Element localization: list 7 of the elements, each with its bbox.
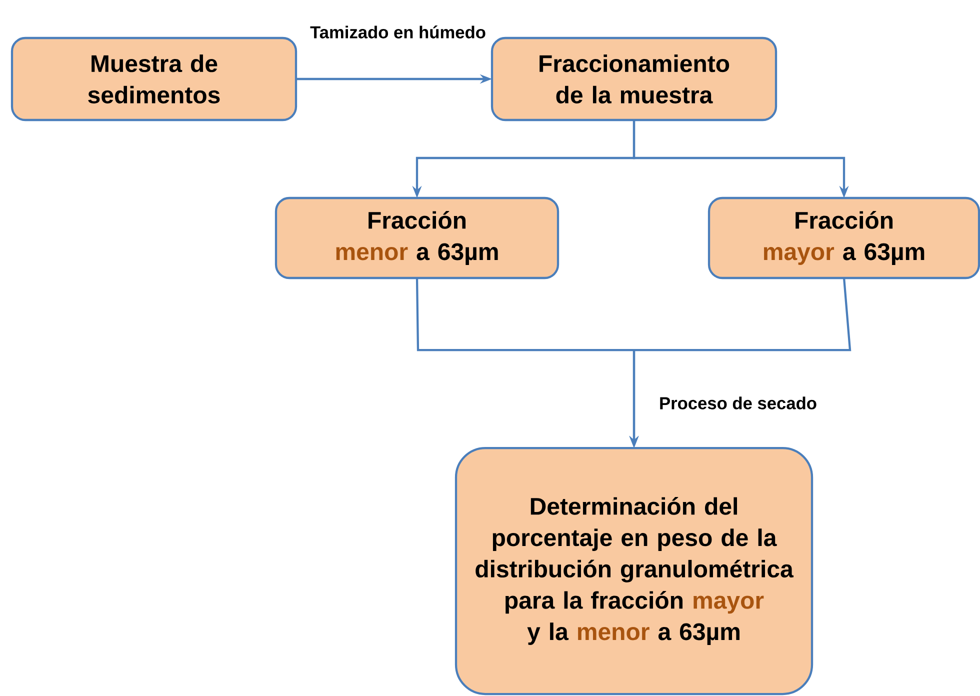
- process-box: Determinación del porcentaje en peso de la distribución granulométrica para la fracción mayor y la menor a 63µm: [454, 446, 814, 696]
- process-box: Fracción mayor a 63µm: [708, 196, 980, 280]
- edge-label: Proceso de secado: [658, 395, 818, 411]
- process-box: Muestra de sedimentos: [10, 36, 298, 122]
- process-box: Fracción menor a 63µm: [274, 196, 560, 280]
- edge-label: Tamizado en húmedo: [308, 24, 488, 40]
- process-box: Fraccionamiento de la muestra: [490, 36, 778, 122]
